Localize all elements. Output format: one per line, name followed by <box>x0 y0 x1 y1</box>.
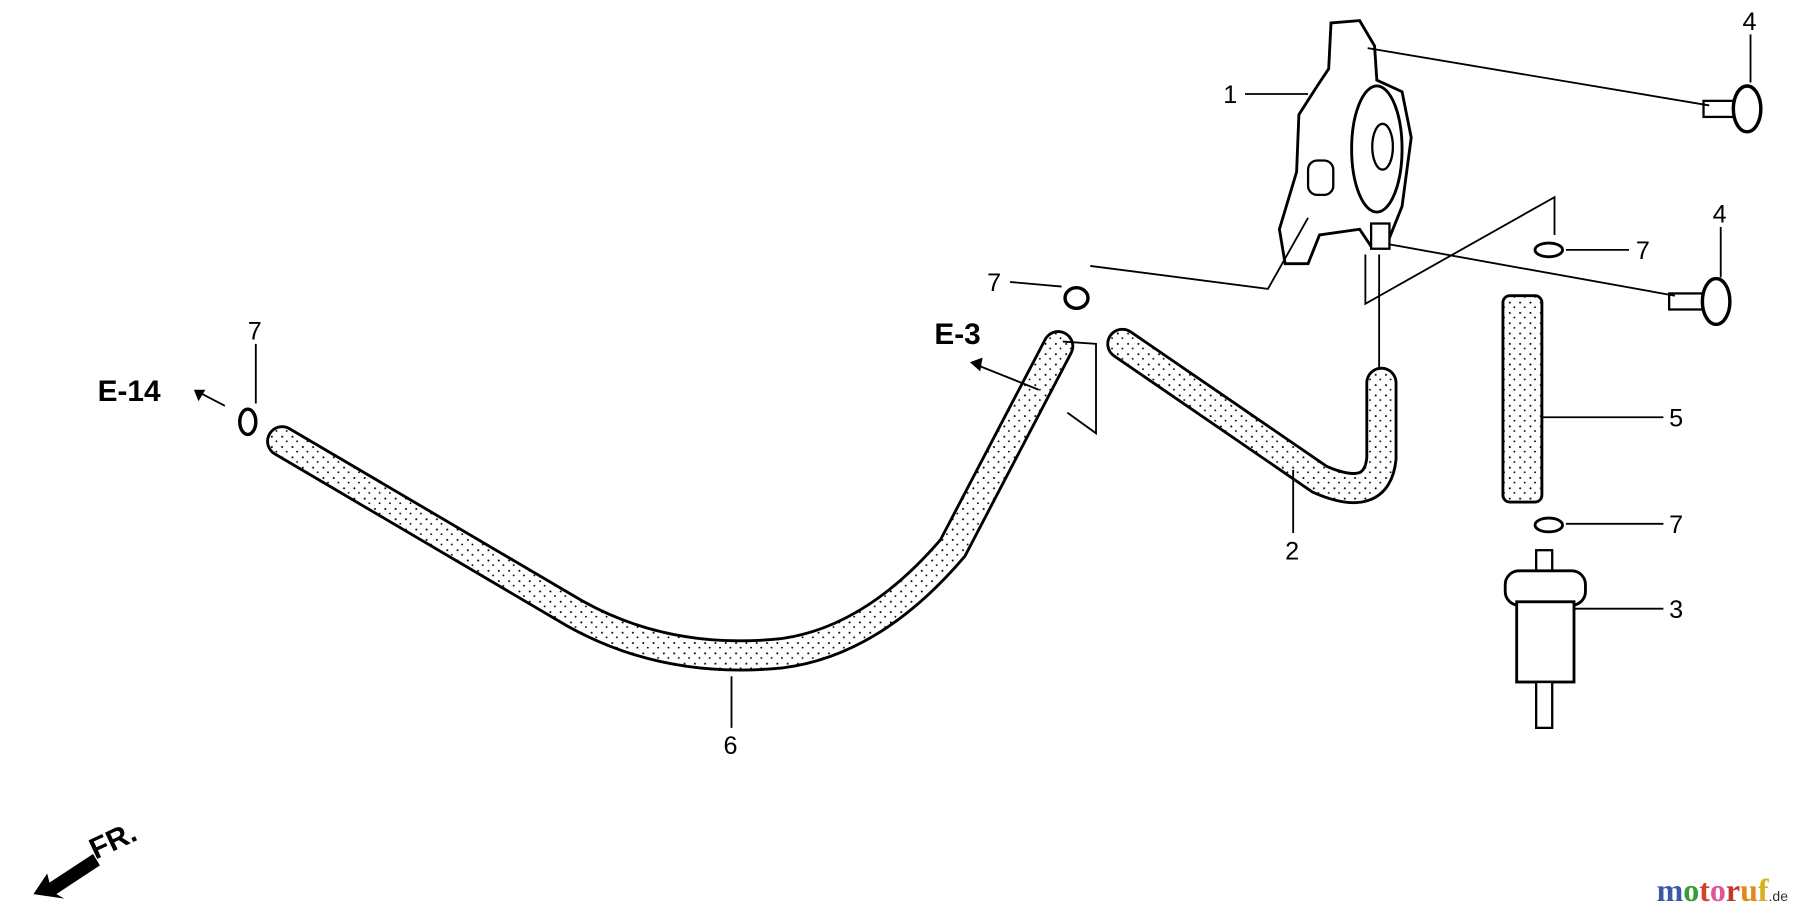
callout-filter: 3 <box>1669 596 1683 624</box>
clip-right-lower <box>1533 516 1564 534</box>
bolt-upper <box>1702 84 1763 134</box>
callout-clip-right-upper: 7 <box>1636 237 1650 265</box>
callout-hose-long: 6 <box>723 732 737 760</box>
clip-left <box>238 407 258 437</box>
callout-clip-left: 7 <box>248 317 262 345</box>
logo-suffix: .de <box>1768 888 1788 904</box>
fuel-hose-long <box>266 330 1075 672</box>
assembly-lines <box>1062 47 1710 436</box>
clip-right-upper <box>1533 241 1564 259</box>
callout-hose-short: 2 <box>1285 537 1299 565</box>
leader-lines <box>193 34 1752 728</box>
callout-bolt-upper: 4 <box>1742 8 1756 36</box>
fuel-hose-short <box>1106 327 1398 504</box>
reference-e14: E-14 <box>98 375 161 408</box>
callout-bolt-lower: 4 <box>1713 200 1727 228</box>
logo: motoruf.de <box>1656 872 1788 908</box>
bolt-lower <box>1667 276 1732 327</box>
front-direction-arrow: FR. <box>33 816 142 899</box>
callout-clip-right-lower: 7 <box>1669 511 1683 539</box>
reference-e3: E-3 <box>934 318 980 351</box>
callout-clip-center: 7 <box>987 269 1001 297</box>
fuel-pump <box>1277 19 1413 266</box>
clip-center <box>1063 285 1090 311</box>
callout-pump: 1 <box>1223 81 1237 109</box>
fuel-filter <box>1503 549 1587 730</box>
callout-tube: 5 <box>1669 404 1683 432</box>
fuel-tube <box>1501 294 1544 504</box>
